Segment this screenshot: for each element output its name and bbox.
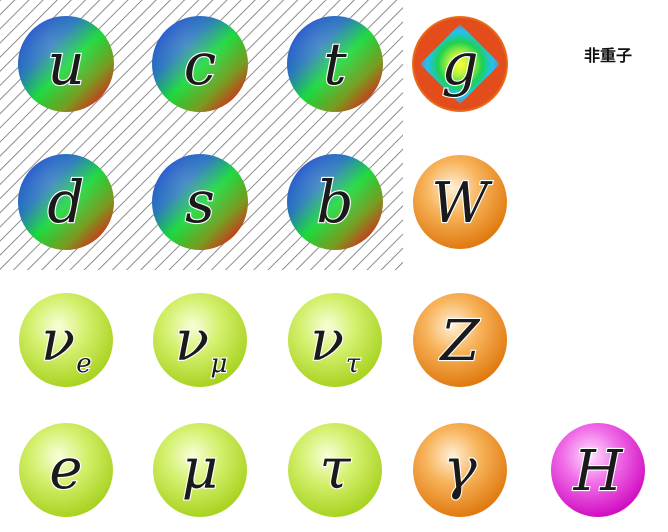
photon-symbol: γ [443,437,477,502]
electron-neutrino: ν e [19,293,113,387]
z-boson-symbol: Z [439,309,481,374]
strange-quark-symbol: s [185,168,215,236]
z-boson: Z [413,293,507,387]
charm-quark-symbol: c [184,30,216,98]
higgs-boson: H [551,423,645,517]
muon-neutrino: ν μ [153,293,247,387]
muon: μ [153,423,247,517]
muon-symbol: μ [182,437,218,502]
bottom-quark: b [287,154,383,250]
tau-neutrino: ν τ [288,293,382,387]
electron: e [19,423,113,517]
side-label: 非重子 [584,42,632,66]
tau-neutrino-subscript: τ [346,349,361,379]
top-quark: t [287,16,383,112]
bottom-quark-symbol: b [316,168,353,236]
w-boson: W [413,155,507,249]
down-quark: d [18,154,114,250]
electron-symbol: e [49,437,82,502]
electron-neutrino-symbol: ν [41,309,75,374]
gluon-symbol: g [441,30,478,98]
muon-neutrino-subscript: μ [211,349,228,379]
strange-quark: s [152,154,248,250]
up-quark: u [18,16,114,112]
down-quark-symbol: d [47,168,84,236]
muon-neutrino-symbol: ν [175,309,209,374]
electron-neutrino-subscript: e [76,349,91,379]
charm-quark: c [152,16,248,112]
tau-neutrino-symbol: ν [310,309,344,374]
tau: τ [288,423,382,517]
up-quark-symbol: u [47,30,84,98]
gluon: g [413,17,507,111]
top-quark-symbol: t [323,30,347,98]
photon: γ [413,423,507,517]
w-boson-symbol: W [431,171,493,236]
higgs-boson-symbol: H [573,439,624,504]
tau-symbol: τ [320,437,352,502]
